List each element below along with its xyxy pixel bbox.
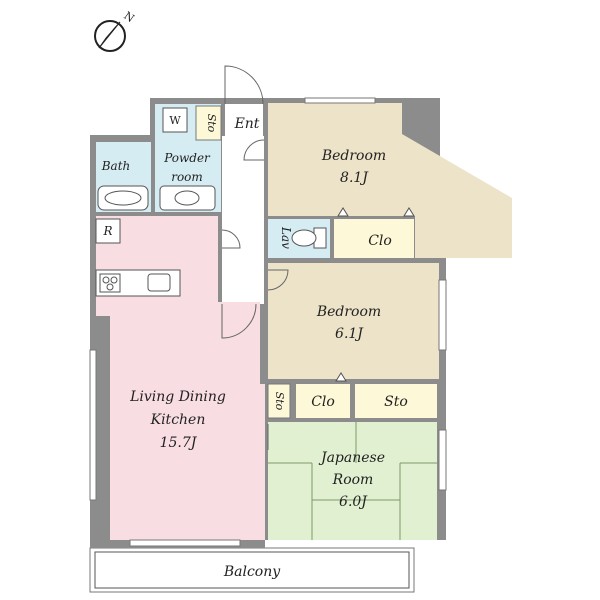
door-bedroom-1 <box>243 139 265 161</box>
window <box>129 539 241 547</box>
label-bedroom-2-size: 6.1J <box>335 326 364 342</box>
door-ldk <box>221 303 257 339</box>
label-japanese-line2: Room <box>332 472 374 488</box>
label-entrance: Ent <box>234 116 260 132</box>
label-powder-room-1: Powder <box>163 151 211 165</box>
label-storage-2: Sto <box>384 394 408 410</box>
window <box>438 429 447 491</box>
burner-icon <box>102 276 110 284</box>
label-japanese-line1: Japanese <box>318 450 385 466</box>
storage-entrance <box>195 105 222 141</box>
label-ldk-line2: Kitchen <box>150 412 206 428</box>
sink-icon <box>174 190 200 206</box>
label-closet-2: Clo <box>311 394 335 410</box>
label-bedroom-2-name: Bedroom <box>316 304 381 320</box>
washer-icon <box>162 107 188 133</box>
burner-icon <box>106 283 114 291</box>
north-arrow-icon: N <box>94 9 137 52</box>
burner-icon <box>110 276 118 284</box>
storage-2 <box>355 384 437 418</box>
room-japanese <box>268 422 437 540</box>
entrance-door <box>224 65 264 105</box>
door-powder <box>221 229 241 249</box>
label-washer: W <box>169 114 181 127</box>
refrigerator-icon <box>95 218 121 244</box>
hanger-icon <box>337 207 349 217</box>
label-storage-entrance: Sto <box>205 114 218 133</box>
hanger-icon <box>403 207 415 217</box>
label-bedroom-1-name: Bedroom <box>321 148 386 164</box>
entrance-hall <box>222 136 264 304</box>
label-ldk-size: 15.7J <box>160 435 198 451</box>
room-bedroom-1 <box>268 103 512 258</box>
label-japanese-size: 6.0J <box>339 494 368 510</box>
balcony <box>89 547 415 593</box>
door-bedroom-2 <box>267 269 289 291</box>
bathtub-basin-icon <box>104 190 142 206</box>
label-bath: Bath <box>101 159 131 173</box>
kitchen-sink-icon <box>147 273 171 292</box>
room-ldk <box>96 216 265 540</box>
room-bedroom-2 <box>268 263 439 379</box>
closet-1 <box>334 219 414 258</box>
label-lavatory: Lav <box>279 226 293 249</box>
label-closet-1: Clo <box>368 233 392 249</box>
storage-hall <box>267 383 291 419</box>
balcony-label: Balcony <box>223 564 281 580</box>
closet-2 <box>296 384 350 418</box>
label-bedroom-1-size: 8.1J <box>340 170 369 186</box>
entrance-area <box>225 104 263 138</box>
label-ldk-line1: Living Dining <box>129 389 226 405</box>
compass-label: N <box>121 9 137 25</box>
window <box>304 97 376 104</box>
hanger-icon <box>335 372 347 382</box>
toilet-icon <box>291 229 317 247</box>
window <box>438 279 447 351</box>
label-refrigerator: R <box>102 224 112 238</box>
label-storage-hall: Sto <box>273 392 286 411</box>
window <box>89 349 97 501</box>
label-powder-room-2: room <box>171 170 203 184</box>
tatami-mats <box>268 422 437 540</box>
